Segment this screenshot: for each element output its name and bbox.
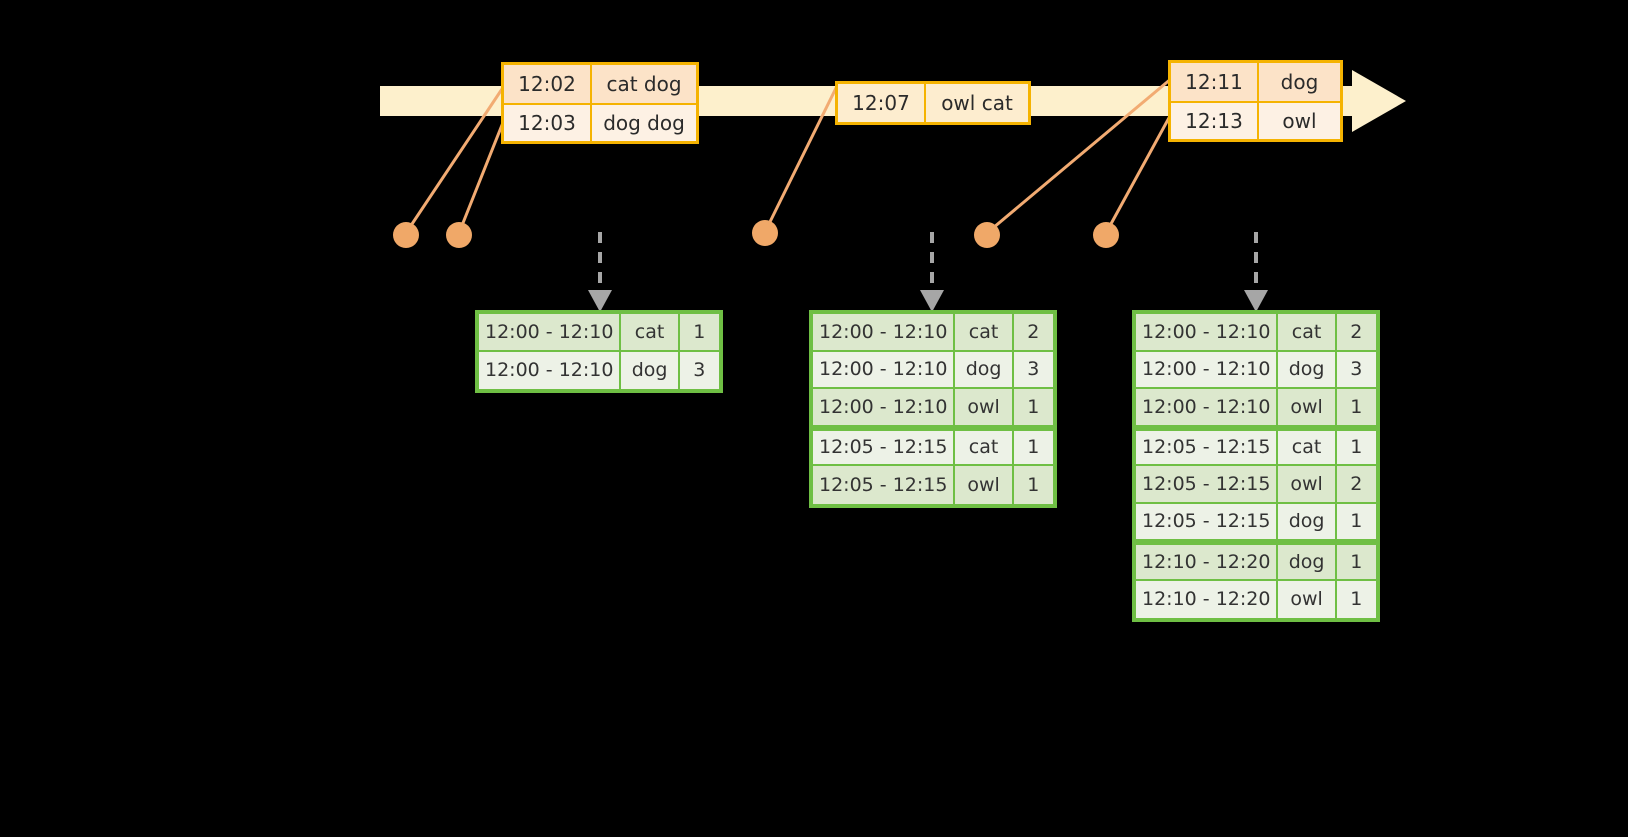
cell-key: dog <box>955 351 1014 389</box>
emit-arrows <box>598 232 1258 292</box>
result-table-2[interactable]: 12:00 - 12:10 cat 2 12:00 - 12:10 dog 3 … <box>809 310 1057 508</box>
cell-window: 12:05 - 12:15 <box>813 430 956 466</box>
event-row: 12:13 owl <box>1171 101 1340 139</box>
dot-trigger-1 <box>393 222 419 248</box>
cell-key: owl <box>1278 389 1337 427</box>
event-value: cat dog <box>590 65 696 103</box>
cell-window: 12:00 - 12:10 <box>1136 314 1279 352</box>
table-row: 12:05 - 12:15 cat 1 <box>813 426 1053 466</box>
event-time: 12:03 <box>518 111 576 135</box>
event-time: 12:07 <box>852 91 910 115</box>
connector-5 <box>1104 115 1172 234</box>
event-value: dog <box>1257 63 1340 101</box>
dot-trigger-3 <box>752 220 778 246</box>
table-row: 12:05 - 12:15 owl 1 <box>813 466 1053 504</box>
cell-count: 1 <box>1336 389 1376 427</box>
event-row: 12:11 dog <box>1171 63 1340 101</box>
cell-count: 2 <box>1336 466 1376 504</box>
emit-arrowhead-1 <box>588 290 612 312</box>
table-row: 12:00 - 12:10 cat 2 <box>1136 314 1376 352</box>
cell-key: cat <box>1278 314 1337 352</box>
connector-1 <box>404 85 506 234</box>
cell-key: dog <box>1278 503 1337 541</box>
cell-window: 12:00 - 12:10 <box>479 314 622 352</box>
cell-window: 12:05 - 12:15 <box>813 466 956 504</box>
table-row: 12:00 - 12:10 dog 3 <box>813 351 1053 389</box>
timeline-arrowhead <box>1360 78 1405 124</box>
table-row: 12:10 - 12:20 dog 1 <box>1136 541 1376 581</box>
cell-key: owl <box>1278 466 1337 504</box>
event-time: 12:11 <box>1185 70 1243 94</box>
cell-key: owl <box>1278 580 1337 618</box>
cell-key: dog <box>1278 351 1337 389</box>
cell-key: dog <box>621 351 680 389</box>
cell-window: 12:00 - 12:10 <box>813 314 956 352</box>
timeline-arrowhead-tip <box>1352 70 1406 132</box>
cell-window: 12:05 - 12:15 <box>1136 430 1279 466</box>
cell-count: 2 <box>1336 314 1376 352</box>
cell-count: 3 <box>1336 351 1376 389</box>
event-value: owl cat <box>924 84 1028 122</box>
table-row: 12:05 - 12:15 cat 1 <box>1136 426 1376 466</box>
cell-window: 12:05 - 12:15 <box>1136 466 1279 504</box>
dot-trigger-4 <box>974 222 1000 248</box>
connector-3 <box>763 83 840 233</box>
cell-key: cat <box>621 314 680 352</box>
cell-count: 2 <box>1013 314 1053 352</box>
timeline-event-1[interactable]: 12:02 cat dog 12:03 dog dog <box>501 62 699 144</box>
timeline-event-3[interactable]: 12:11 dog 12:13 owl <box>1168 60 1343 142</box>
table-row: 12:00 - 12:10 cat 2 <box>813 314 1053 352</box>
cell-window: 12:00 - 12:10 <box>1136 351 1279 389</box>
cell-key: dog <box>1278 545 1337 581</box>
cell-key: cat <box>1278 430 1337 466</box>
processing-time-dots <box>393 220 1119 248</box>
cell-count: 3 <box>679 351 719 389</box>
emit-arrowhead-3 <box>1244 290 1268 312</box>
emit-arrowhead-2 <box>920 290 944 312</box>
dot-trigger-2 <box>446 222 472 248</box>
dot-trigger-5 <box>1093 222 1119 248</box>
table-row: 12:05 - 12:15 dog 1 <box>1136 503 1376 541</box>
event-time: 12:13 <box>1185 109 1243 133</box>
table-row: 12:00 - 12:10 cat 1 <box>479 314 719 352</box>
table-row: 12:00 - 12:10 dog 3 <box>479 351 719 389</box>
timeline-arrow-shaft <box>1342 86 1372 116</box>
table-row: 12:05 - 12:15 owl 2 <box>1136 466 1376 504</box>
cell-count: 1 <box>1013 430 1053 466</box>
cell-window: 12:00 - 12:10 <box>813 351 956 389</box>
result-table-1[interactable]: 12:00 - 12:10 cat 1 12:00 - 12:10 dog 3 <box>475 310 723 393</box>
event-value: dog dog <box>590 105 696 141</box>
result-table-3[interactable]: 12:00 - 12:10 cat 2 12:00 - 12:10 dog 3 … <box>1132 310 1380 622</box>
cell-window: 12:05 - 12:15 <box>1136 503 1279 541</box>
table-row: 12:00 - 12:10 owl 1 <box>1136 389 1376 427</box>
cell-count: 1 <box>1336 545 1376 581</box>
cell-count: 1 <box>1336 503 1376 541</box>
cell-window: 12:10 - 12:20 <box>1136 580 1279 618</box>
cell-count: 1 <box>1336 580 1376 618</box>
cell-count: 1 <box>1013 466 1053 504</box>
cell-count: 1 <box>1013 389 1053 427</box>
event-row: 12:02 cat dog <box>504 65 696 103</box>
table-row: 12:10 - 12:20 owl 1 <box>1136 580 1376 618</box>
cell-key: owl <box>955 389 1014 427</box>
cell-window: 12:00 - 12:10 <box>1136 389 1279 427</box>
cell-count: 3 <box>1013 351 1053 389</box>
cell-key: cat <box>955 430 1014 466</box>
cell-count: 1 <box>679 314 719 352</box>
event-row: 12:07 owl cat <box>838 84 1028 122</box>
table-row: 12:00 - 12:10 owl 1 <box>813 389 1053 427</box>
event-row: 12:03 dog dog <box>504 103 696 141</box>
cell-window: 12:00 - 12:10 <box>479 351 622 389</box>
cell-window: 12:10 - 12:20 <box>1136 545 1279 581</box>
cell-window: 12:00 - 12:10 <box>813 389 956 427</box>
event-value: owl <box>1257 103 1340 139</box>
cell-key: cat <box>955 314 1014 352</box>
emit-arrowheads <box>588 290 1268 312</box>
cell-key: owl <box>955 466 1014 504</box>
connector-2 <box>457 119 506 234</box>
timeline-event-2[interactable]: 12:07 owl cat <box>835 81 1031 125</box>
event-time: 12:02 <box>518 72 576 96</box>
table-row: 12:00 - 12:10 dog 3 <box>1136 351 1376 389</box>
cell-count: 1 <box>1336 430 1376 466</box>
